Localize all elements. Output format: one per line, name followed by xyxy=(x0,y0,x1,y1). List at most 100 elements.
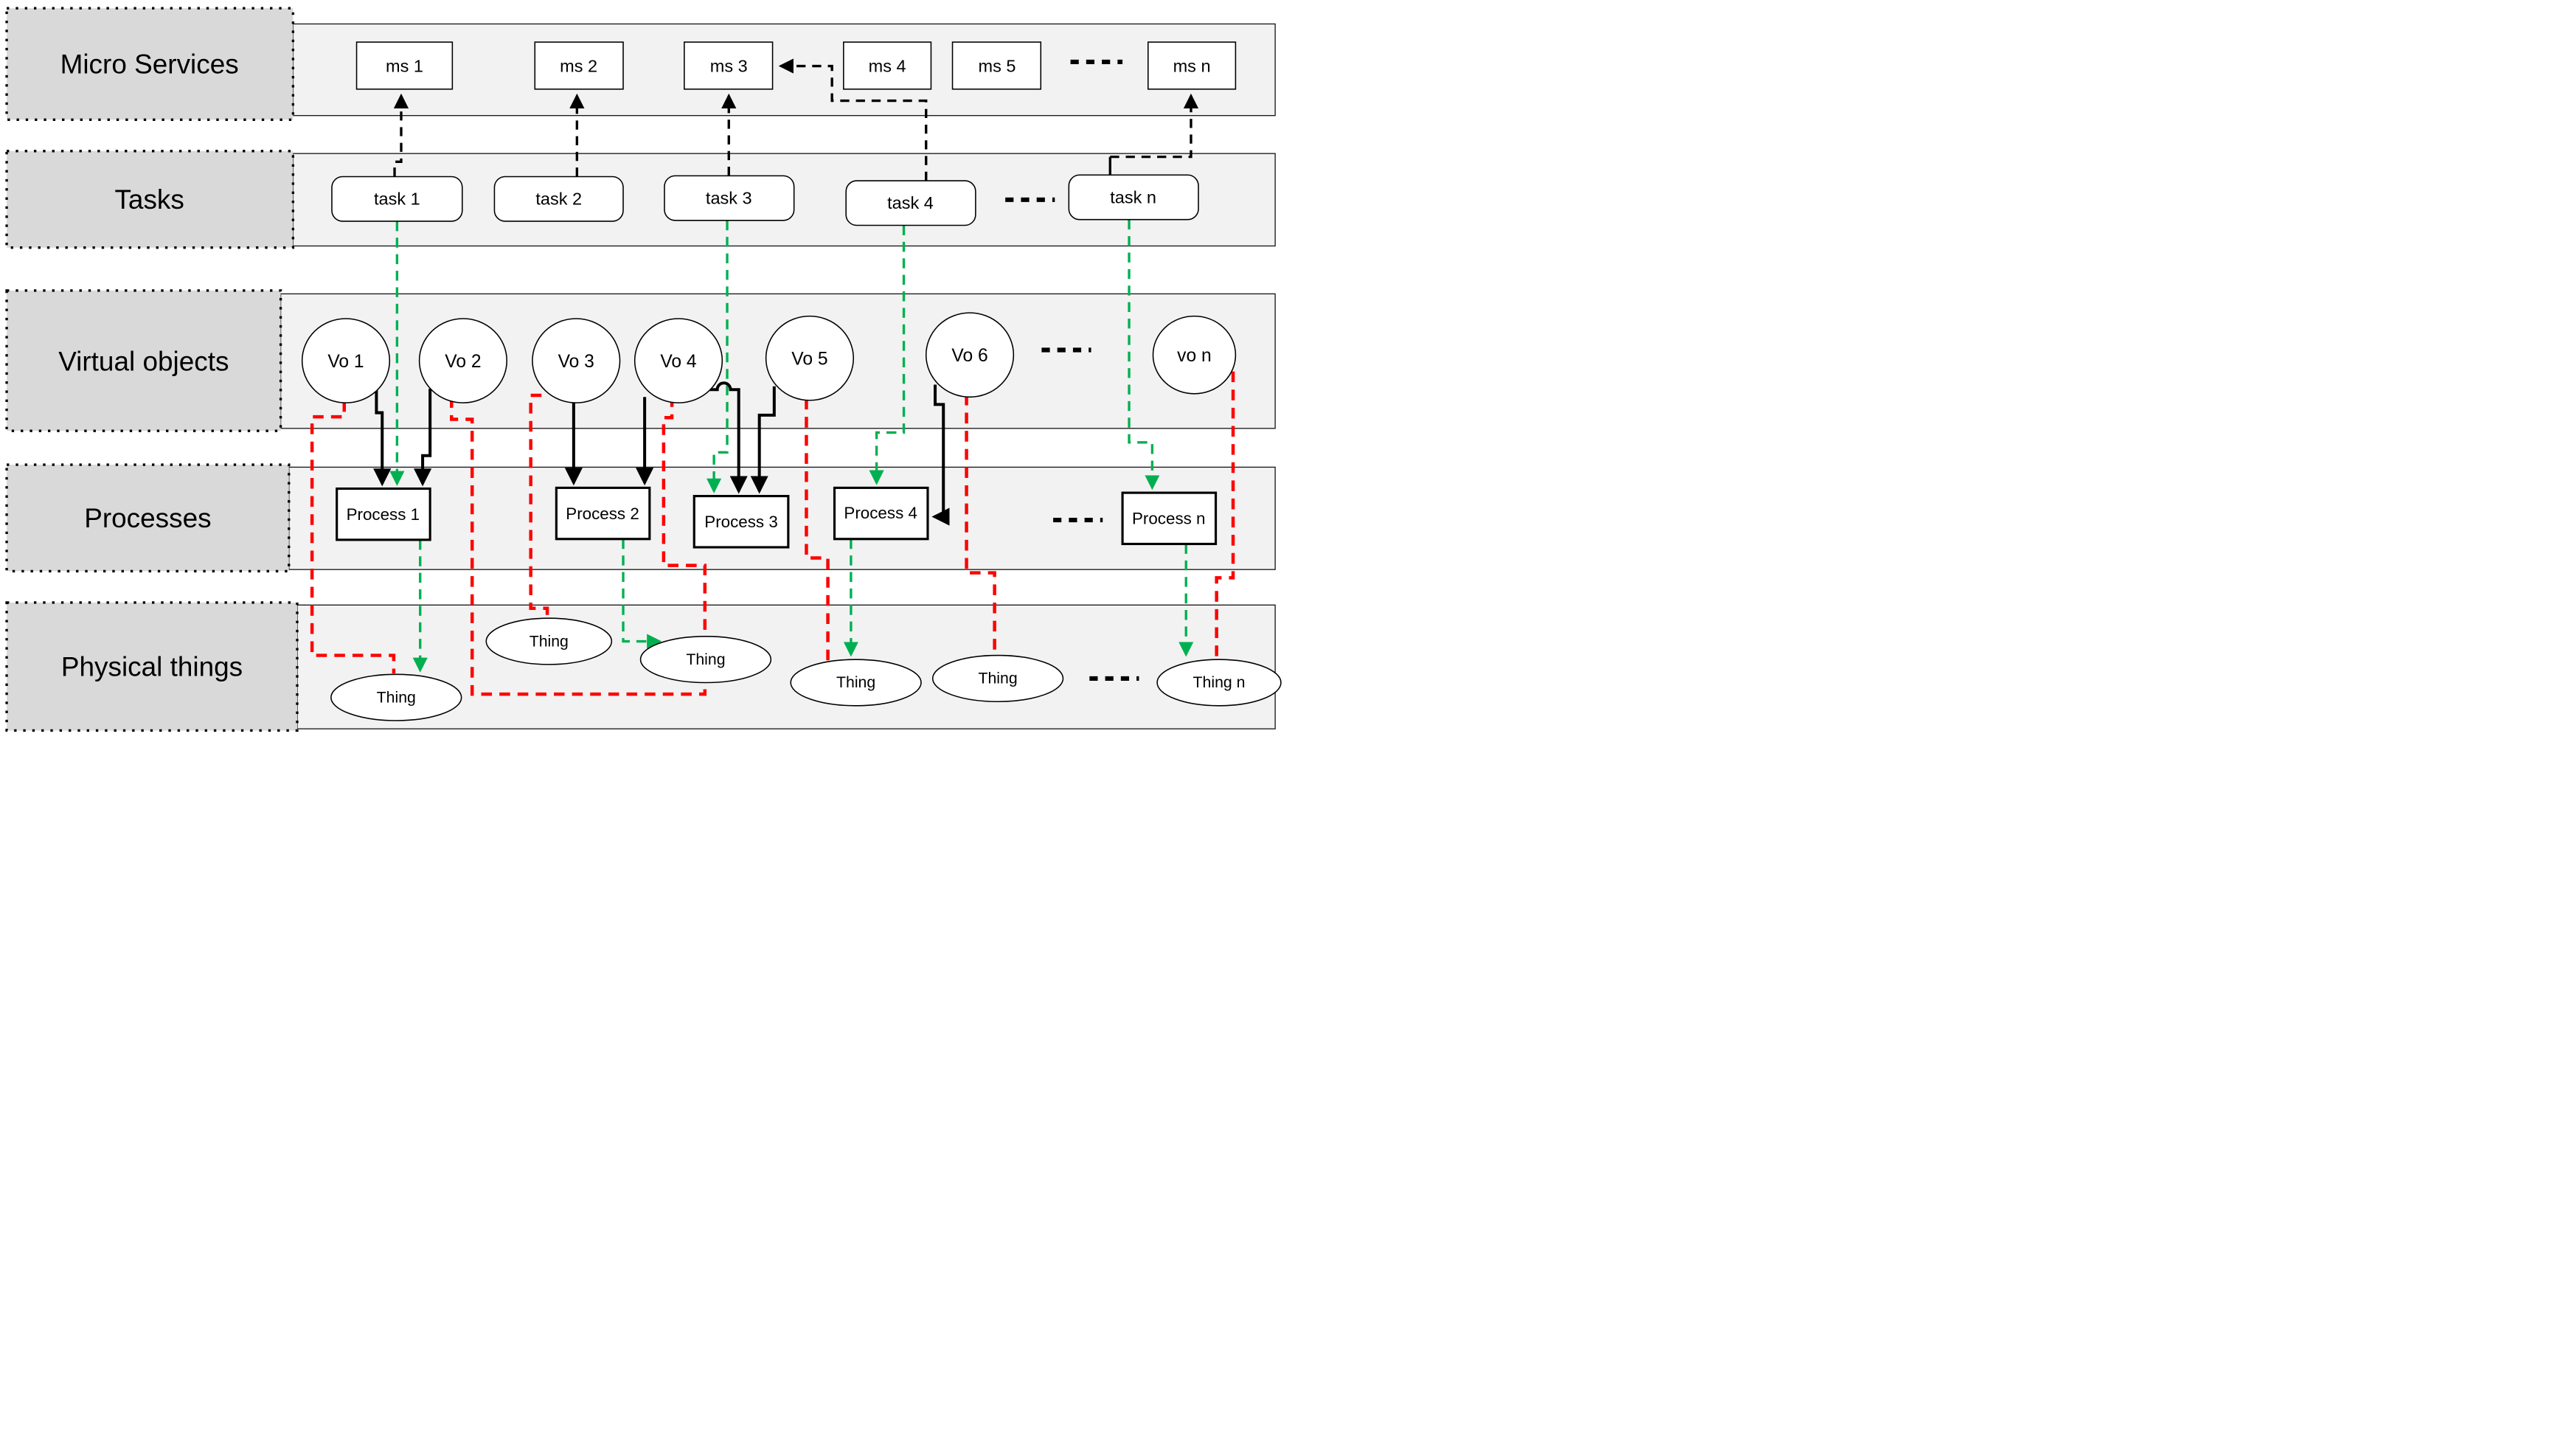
task-label: task 3 xyxy=(706,188,752,207)
vo-ellipse xyxy=(633,318,723,403)
connector-vo6-process4 xyxy=(931,384,950,526)
connector-task1-ms1 xyxy=(393,93,409,177)
task-box xyxy=(493,176,624,222)
node-vo-5: Vo 5 xyxy=(765,315,855,401)
connector-vo5-process3 xyxy=(750,386,776,494)
row-label-virtual-objects: Virtual objects xyxy=(5,289,282,432)
vo-label: vo n xyxy=(1177,346,1212,366)
node-vo-4: Vo 4 xyxy=(633,318,723,403)
connector-vo6-thing5 xyxy=(965,394,996,656)
task-label: task 4 xyxy=(887,193,934,212)
thing-ellipse xyxy=(639,636,772,684)
node-thing-4: Thing xyxy=(790,659,922,707)
node-task-3: task 3 xyxy=(664,175,795,221)
vo-label: Vo 5 xyxy=(791,350,827,370)
thing-label: Thing xyxy=(686,651,725,668)
node-thing-5: Thing xyxy=(931,654,1064,703)
vo-ellipse xyxy=(925,312,1015,398)
ms-label: ms n xyxy=(1173,56,1211,75)
connector-vo2-thing3 xyxy=(450,397,707,696)
ms-box xyxy=(684,41,774,90)
thing-label: Thing xyxy=(979,670,1018,687)
row-label-text: Virtual objects xyxy=(58,346,229,376)
connector-task4-process4 xyxy=(869,225,906,485)
connector-taskn-msn xyxy=(1110,93,1199,159)
row-label-text: Physical things xyxy=(61,652,243,682)
process-box xyxy=(692,495,790,549)
process-label: Process n xyxy=(1132,510,1206,528)
task-box xyxy=(845,180,976,226)
row-label-box xyxy=(5,601,299,732)
node-vo-n: vo n xyxy=(1152,315,1237,395)
ms-label: ms 3 xyxy=(710,56,748,75)
vo-ellipse xyxy=(301,318,391,403)
thing-ellipse xyxy=(485,617,613,665)
row-label-processes: Processes xyxy=(5,463,291,573)
node-task-2: task 2 xyxy=(493,176,624,222)
process-label: Process 4 xyxy=(844,504,917,522)
process-box xyxy=(336,487,431,541)
node-process-2: Process 2 xyxy=(555,486,651,541)
band-physical-things xyxy=(296,604,1276,729)
row-label-box xyxy=(5,7,295,121)
ms-label: ms 1 xyxy=(386,56,423,75)
connector-vo1-thing1 xyxy=(310,400,396,674)
row-label-text: Tasks xyxy=(114,184,184,215)
node-ms-5: ms 5 xyxy=(951,41,1042,90)
node-ms-2: ms 2 xyxy=(534,41,624,90)
node-ms-1: ms 1 xyxy=(355,41,454,90)
process-box xyxy=(555,486,651,541)
connector-taskn-processn xyxy=(1128,219,1160,490)
node-task-1: task 1 xyxy=(331,176,463,222)
node-thing-3: Thing xyxy=(639,636,772,684)
node-vo-2: Vo 2 xyxy=(418,318,508,403)
connector-vo2-process1 xyxy=(413,389,432,487)
task-box xyxy=(664,175,795,221)
node-ms-4: ms 4 xyxy=(843,41,932,90)
thing-ellipse xyxy=(790,659,922,707)
connector-task3-process3 xyxy=(707,220,729,493)
process-box xyxy=(833,486,929,541)
vo-ellipse xyxy=(532,318,621,403)
thing-label: Thing xyxy=(836,673,875,691)
ms-box xyxy=(843,41,932,90)
ms-box xyxy=(951,41,1042,90)
vo-ellipse xyxy=(1152,315,1237,395)
process-box xyxy=(1121,491,1218,546)
connector-vo1-process1 xyxy=(373,389,392,487)
ms-box xyxy=(355,41,454,90)
row-label-text: Micro Services xyxy=(60,49,239,80)
node-task-4: task 4 xyxy=(845,180,976,226)
task-box xyxy=(1068,174,1199,221)
row-label-physical-things: Physical things xyxy=(5,601,299,732)
node-vo-6: Vo 6 xyxy=(925,312,1015,398)
architecture-diagram: Micro Services Tasks Virtual objects Pro… xyxy=(0,0,1288,735)
thing-label: Thing xyxy=(377,688,416,706)
node-thing-2: Thing xyxy=(485,617,613,665)
node-ms-n: ms n xyxy=(1147,41,1237,90)
ms-label: ms 2 xyxy=(560,56,597,75)
row-label-box xyxy=(5,289,282,432)
node-vo-1: Vo 1 xyxy=(301,318,391,403)
thing-ellipse xyxy=(931,654,1064,703)
vo-label: Vo 4 xyxy=(660,352,696,372)
thing-label: Thing xyxy=(530,632,569,650)
vo-label: Vo 1 xyxy=(327,352,364,372)
vo-label: Vo 3 xyxy=(558,352,594,372)
node-process-3: Process 3 xyxy=(692,495,790,549)
connector-von-thingn xyxy=(1215,371,1235,661)
row-label-tasks: Tasks xyxy=(5,150,295,249)
process-label: Process 1 xyxy=(347,505,420,524)
thing-ellipse xyxy=(1156,659,1282,707)
row-label-box xyxy=(5,150,295,249)
row-label-box xyxy=(5,463,291,573)
connector-vo5-thing4 xyxy=(805,398,830,662)
task-label: task 1 xyxy=(374,190,420,209)
node-ms-3: ms 3 xyxy=(684,41,774,90)
node-process-n: Process n xyxy=(1121,491,1218,546)
connector-vo3-thing2 xyxy=(529,393,549,620)
ms-label: ms 4 xyxy=(869,56,906,75)
ms-label: ms 5 xyxy=(979,56,1016,75)
node-task-n: task n xyxy=(1068,174,1199,221)
connectors xyxy=(310,58,1235,696)
